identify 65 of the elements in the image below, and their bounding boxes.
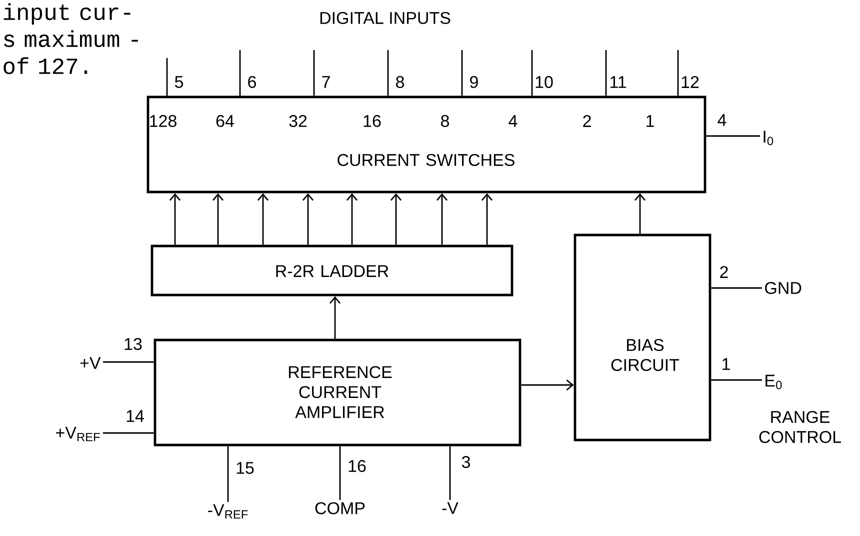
bit-weight: 2 (583, 115, 591, 127)
pin-line (103, 432, 154, 434)
block-box: REFERENCE CURRENT AMPLIFIER (154, 338, 522, 446)
pin-number: 1 (720, 357, 732, 371)
pin-number: 6 (246, 74, 258, 90)
pin-number: 16 (346, 458, 368, 474)
block-box: BIAS CIRCUIT (574, 234, 712, 442)
arrow (521, 379, 574, 391)
arrow (212, 193, 224, 245)
note-text: input cur- s maximum - of 127. (4, 3, 138, 74)
bit-weight: 16 (364, 114, 381, 128)
arrow (436, 193, 448, 245)
pin-line (605, 50, 607, 96)
pin-number: 14 (124, 409, 146, 423)
arrow (257, 193, 269, 245)
block-box: R-2R LADDER (150, 244, 514, 296)
signal-name: -V (442, 502, 458, 514)
pin-number: 3 (460, 454, 472, 470)
pin-line (461, 50, 463, 96)
arrow (302, 193, 314, 245)
pin-number: 10 (534, 74, 554, 90)
arrow (390, 193, 402, 245)
bit-weight: 32 (289, 114, 307, 128)
bit-weight: 1 (646, 115, 654, 127)
pin-line (166, 58, 168, 96)
signal-name: I$_{0}$ (764, 130, 774, 146)
signal-name: COMP (315, 502, 365, 514)
pin-number: 4 (716, 113, 728, 127)
bit-weight: 128 (150, 114, 176, 128)
pin-line (449, 446, 451, 500)
pin-line (387, 50, 389, 96)
pin-line (339, 446, 341, 500)
arrow (346, 193, 358, 245)
pin-number: 12 (680, 75, 700, 89)
signal-name: GND (765, 282, 802, 294)
pin-number: 8 (394, 74, 406, 90)
pin-number: 2 (718, 265, 730, 279)
bit-weight: 8 (441, 114, 449, 128)
pin-number: 5 (173, 75, 185, 89)
pin-number: 9 (468, 74, 480, 90)
arrow (169, 193, 181, 245)
pin-line (711, 379, 762, 381)
pin-number: 15 (234, 461, 256, 475)
arrow (481, 193, 493, 245)
signal-note: RANGE CONTROL (759, 410, 841, 444)
pin-line (227, 446, 229, 502)
pin-line (313, 50, 315, 96)
signal-name: -V$_{REF}$ (208, 504, 248, 518)
pin-line (103, 361, 154, 363)
arrow (329, 296, 341, 339)
bit-weight: 64 (216, 114, 234, 128)
pin-line (239, 50, 241, 96)
arrow (634, 193, 646, 234)
pin-line (706, 135, 760, 137)
heading-text: DIGITAL INPUTS (320, 12, 450, 24)
pin-line (531, 50, 533, 96)
pin-line (677, 50, 679, 96)
signal-name: +V (80, 357, 101, 369)
signal-name: E$_{0}$ (766, 374, 782, 390)
pin-number: 13 (122, 337, 144, 352)
bit-weight: 4 (508, 115, 518, 127)
pin-number: 11 (608, 75, 628, 89)
pin-line (711, 287, 762, 289)
pin-number: 7 (320, 75, 332, 89)
signal-name: +V$_{REF}$ (56, 426, 100, 442)
